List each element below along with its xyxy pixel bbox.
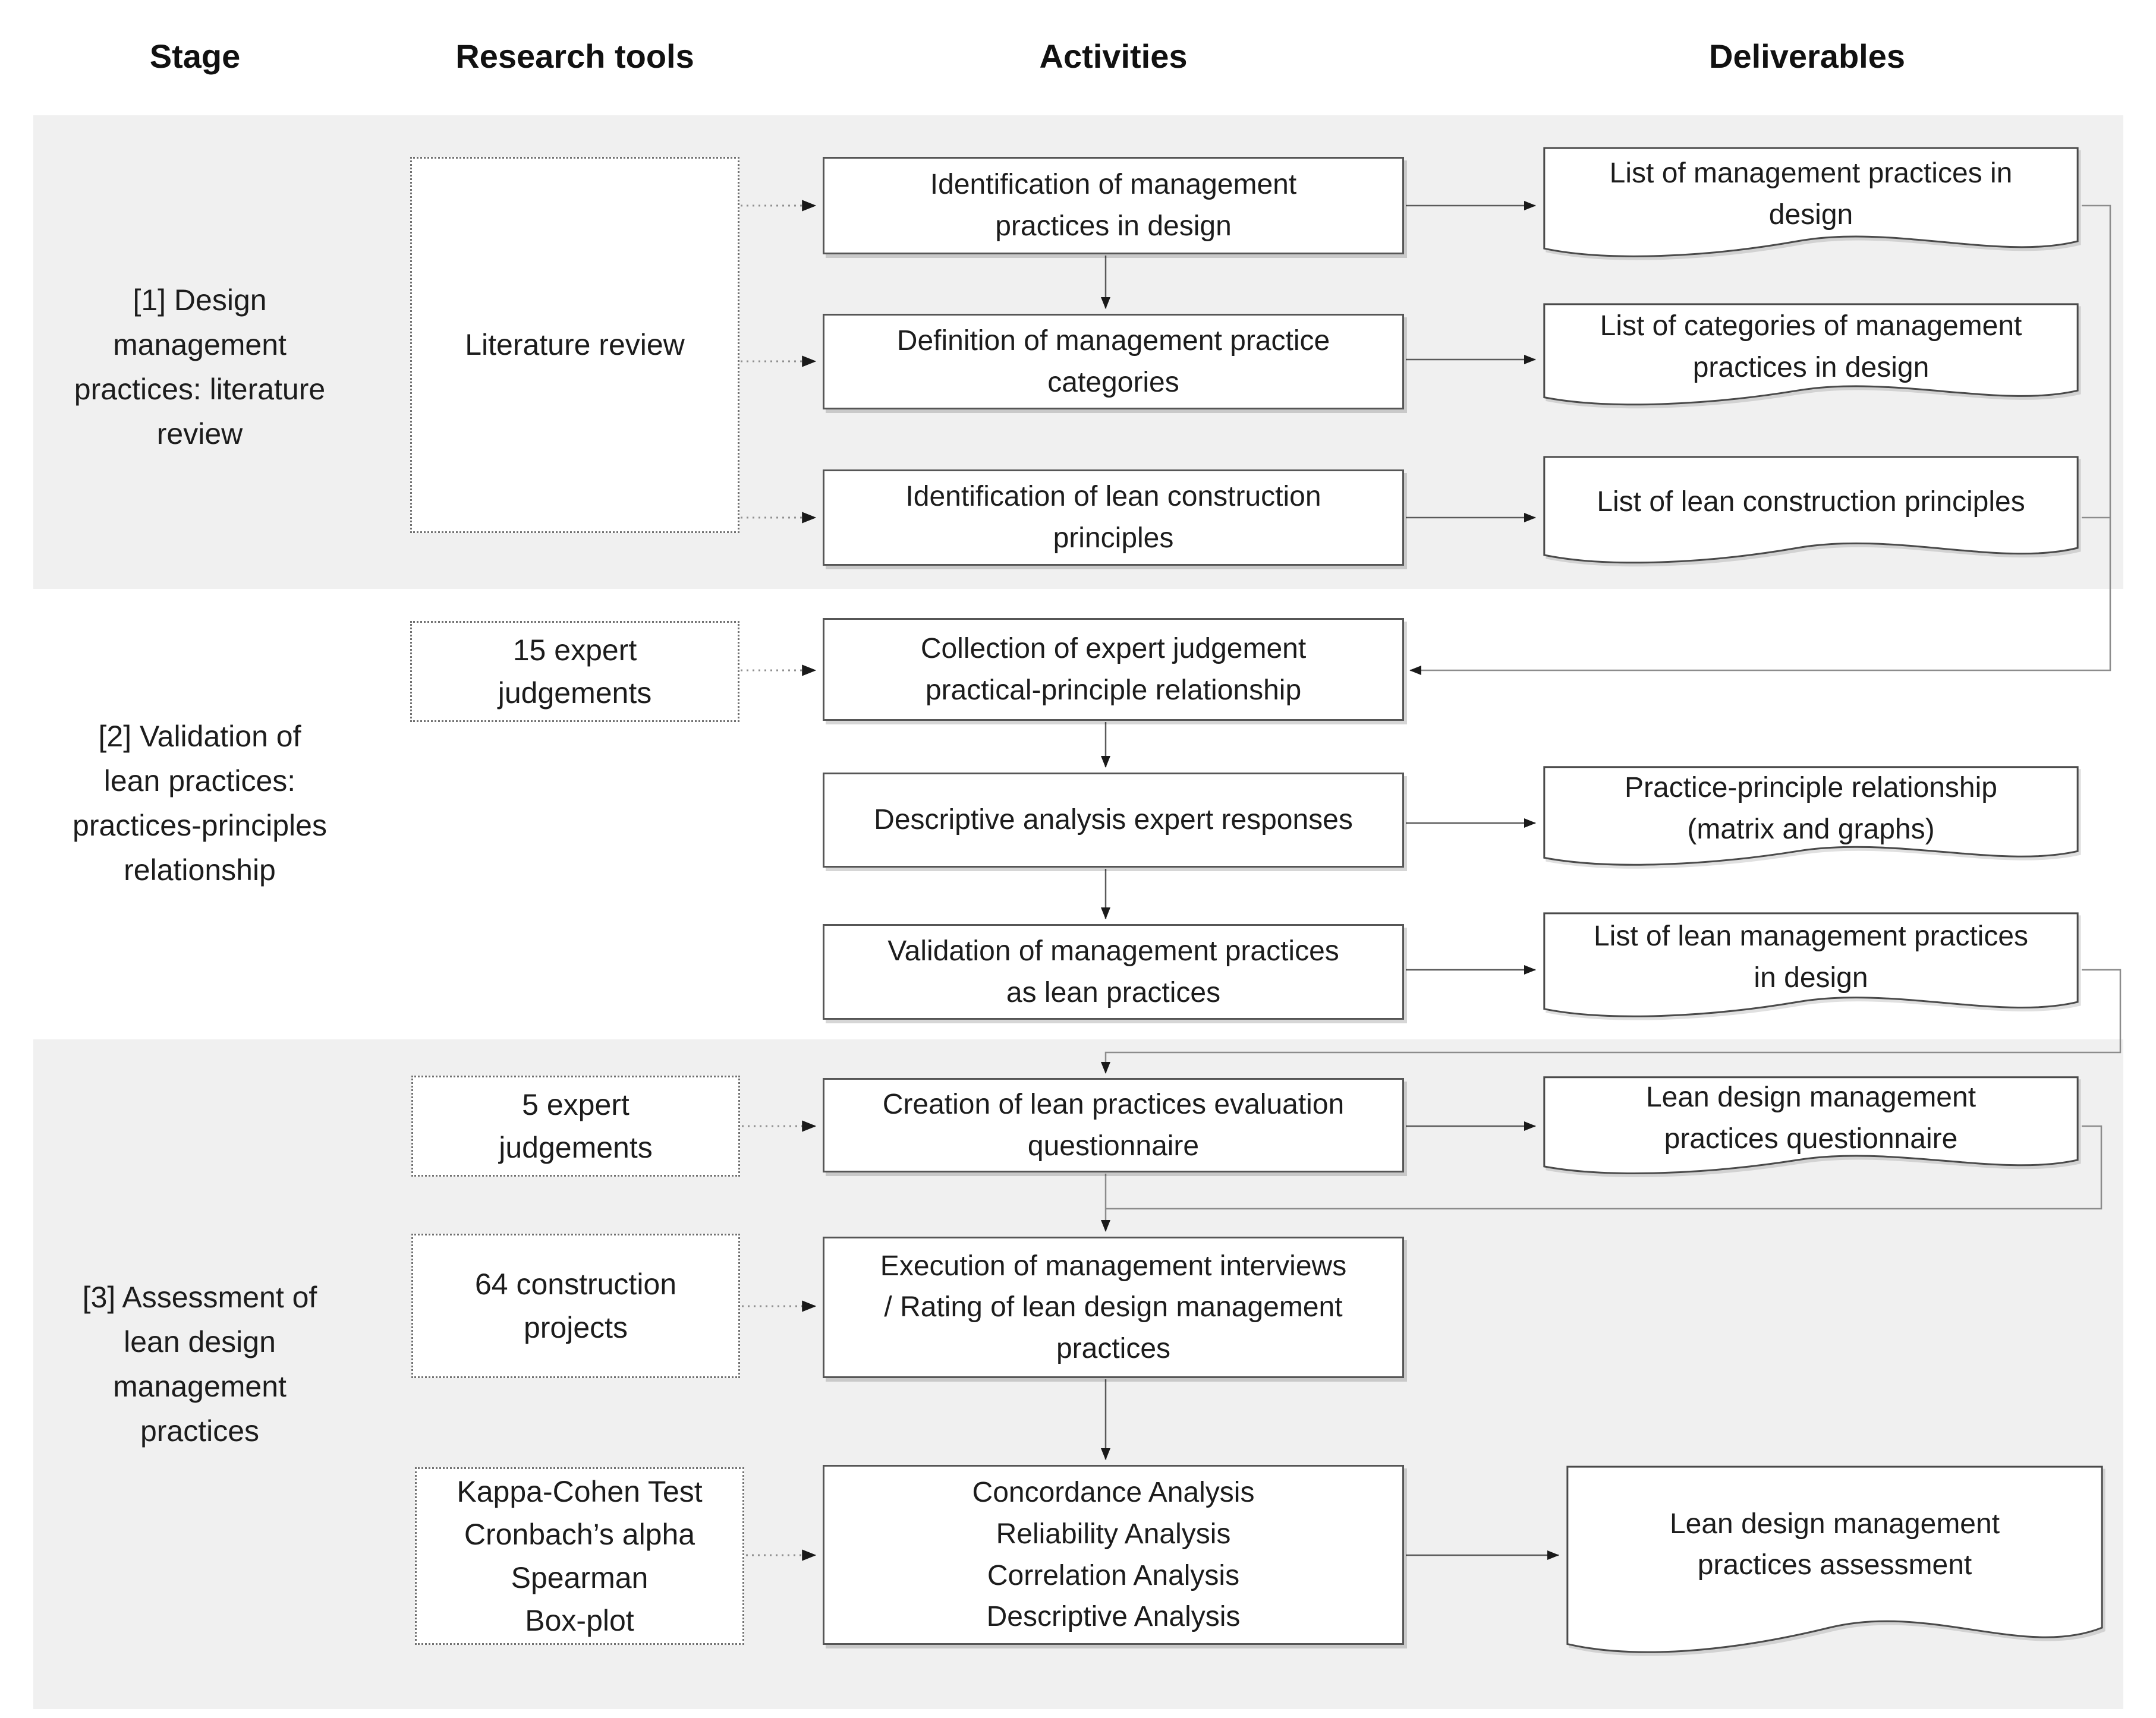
stage1-label: [1] Design management practices: literat…: [74, 283, 326, 450]
deliverable-text: Lean design management practices assessm…: [1669, 1508, 2000, 1581]
document-shape-outline: [1540, 146, 2082, 268]
deliverable-doc-questionnaire: Lean design management practices questio…: [1540, 1076, 2082, 1184]
tool-box-64-construction-projects: 64 construction projects: [411, 1234, 740, 1378]
column-header-stage: Stage: [149, 37, 241, 75]
tool-box-statistical-tests: Kappa-Cohen Test Cronbach’s alpha Spearm…: [415, 1467, 744, 1645]
deliverable-text: List of lean construction principles: [1597, 486, 2025, 518]
deliverable-doc-list-lean-management-practices: List of lean management practices in des…: [1540, 912, 2082, 1027]
activity-box-collection-expert-judgement: Collection of expert judgement practical…: [823, 618, 1404, 721]
activity-box-descriptive-analysis: Descriptive analysis expert responses: [823, 773, 1404, 868]
tool-box-literature-review: Literature review: [410, 157, 739, 533]
column-header-research-tools: Research tools: [455, 37, 694, 75]
column-header-deliverables: Deliverables: [1709, 37, 1905, 75]
activity-box-analysis-suite: Concordance Analysis Reliability Analysi…: [823, 1465, 1404, 1645]
document-shape-outline: [1540, 1076, 2082, 1184]
activity-box-identification-management-practices: Identification of management practices i…: [823, 157, 1404, 254]
deliverable-text: Practice-principle relationship (matrix …: [1625, 772, 1997, 846]
document-shape-outline: [1540, 765, 2082, 875]
activity-box-identification-lean-principles: Identification of lean construction prin…: [823, 469, 1404, 566]
activity-box-execution-interviews: Execution of management interviews / Rat…: [823, 1237, 1404, 1378]
document-shape-outline: [1540, 302, 2082, 415]
deliverable-doc-list-management-practices: List of management practices in design: [1540, 146, 2082, 268]
activity-box-validation-lean-practices: Validation of management practices as le…: [823, 924, 1404, 1020]
deliverable-text: List of lean management practices in des…: [1593, 921, 2029, 994]
deliverable-text: Lean design management practices questio…: [1645, 1082, 1976, 1155]
activity-box-creation-questionnaire: Creation of lean practices evaluation qu…: [823, 1078, 1404, 1172]
deliverable-text: List of management practices in design: [1609, 157, 2013, 231]
tool-box-5-expert-judgements: 5 expert judgements: [411, 1076, 740, 1177]
deliverable-doc-assessment: Lean design management practices assessm…: [1563, 1464, 2106, 1669]
deliverable-doc-practice-principle-relationship: Practice-principle relationship (matrix …: [1540, 765, 2082, 875]
stage2-label: [2] Validation of lean practices: practi…: [73, 720, 327, 887]
document-shape-outline: [1540, 455, 2082, 574]
document-shape-outline: [1563, 1464, 2106, 1669]
tool-box-15-expert-judgements: 15 expert judgements: [410, 621, 739, 722]
stage3-label: [3] Assessment of lean design management…: [82, 1281, 317, 1448]
activity-box-definition-categories: Definition of management practice catego…: [823, 314, 1404, 409]
deliverable-doc-list-categories: List of categories of management practic…: [1540, 302, 2082, 415]
deliverable-text: List of categories of management practic…: [1600, 310, 2022, 384]
document-shape-outline: [1540, 912, 2082, 1027]
column-header-activities: Activities: [1039, 37, 1188, 75]
deliverable-doc-list-lean-principles: List of lean construction principles: [1540, 455, 2082, 574]
